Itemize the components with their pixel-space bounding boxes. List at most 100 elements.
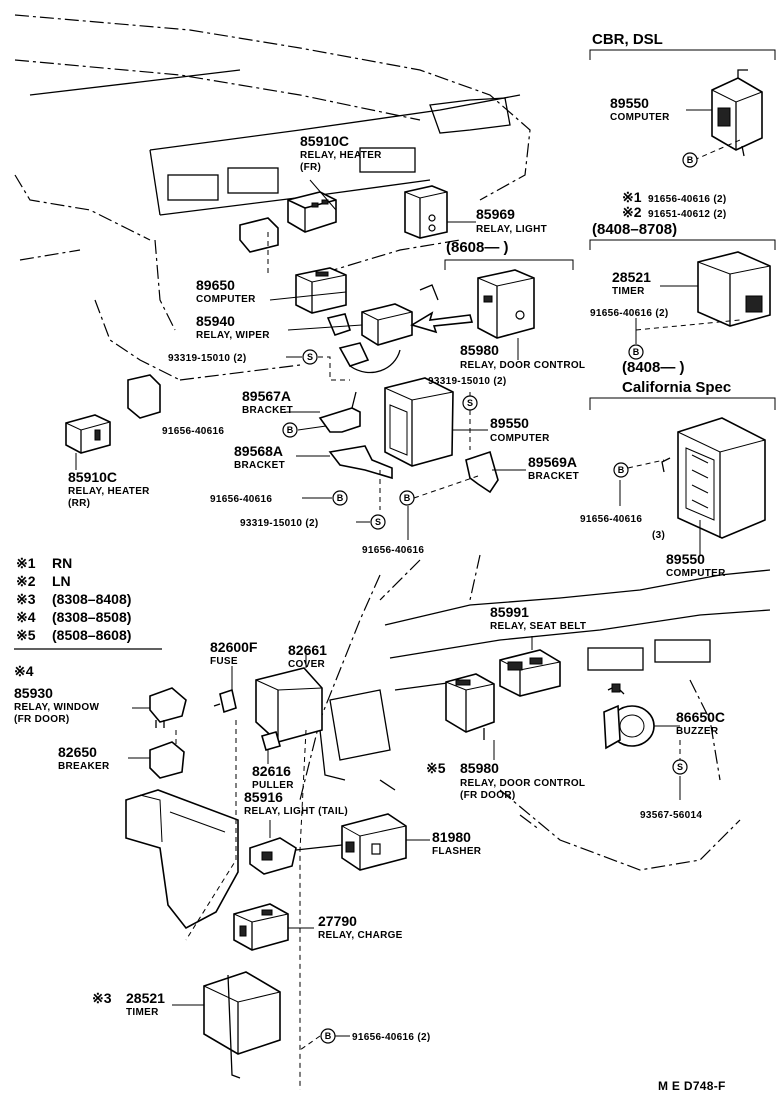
relay-wiper-drawing — [326, 284, 439, 374]
lower-dashboard-outline — [299, 554, 771, 871]
label-89550-cbr: 89550 COMPUTER — [610, 95, 670, 123]
svg-text:85991: 85991 — [490, 604, 529, 620]
relay-light-tail-drawing — [249, 837, 297, 875]
svg-text:(8508–8608): (8508–8608) — [52, 627, 131, 643]
svg-text:※3: ※3 — [16, 591, 36, 607]
svg-text:S: S — [467, 398, 473, 408]
header-8408: (8408— ) — [622, 359, 685, 376]
svg-text:89550: 89550 — [666, 551, 705, 567]
label-28521-timer: 28521 TIMER — [612, 269, 651, 297]
computer-89550-mid-drawing — [384, 377, 454, 467]
svg-text:COMPUTER: COMPUTER — [196, 294, 256, 305]
screw-symbol-buzzer: S — [672, 759, 688, 775]
svg-text:82600F: 82600F — [210, 639, 258, 655]
bracket-89569a-drawing — [465, 450, 499, 494]
svg-text:※5: ※5 — [426, 760, 446, 776]
svg-text:TIMER: TIMER — [126, 1007, 159, 1018]
label-82650: 82650 BREAKER — [58, 744, 110, 772]
label-91656-c: 91656-40616 — [362, 545, 424, 556]
svg-text:B: B — [337, 493, 344, 503]
svg-text:RELAY, CHARGE: RELAY, CHARGE — [318, 930, 403, 941]
svg-text:(3): (3) — [652, 530, 665, 541]
svg-text:B: B — [618, 465, 625, 475]
svg-text:85916: 85916 — [244, 789, 283, 805]
svg-text:(FR DOOR): (FR DOOR) — [14, 714, 69, 725]
svg-text:S: S — [375, 517, 381, 527]
svg-text:(8308–8408): (8308–8408) — [52, 591, 131, 607]
label-82616: 82616 PULLER — [252, 763, 294, 791]
svg-text:85930: 85930 — [14, 685, 53, 701]
legend-item-3: ※3 (8308–8408) — [16, 591, 131, 607]
svg-text:85969: 85969 — [476, 206, 515, 222]
computer-89550-cbr-drawing — [711, 69, 763, 157]
svg-text:BRACKET: BRACKET — [528, 471, 579, 482]
svg-text:89550: 89550 — [490, 415, 529, 431]
svg-text:RELAY, HEATER: RELAY, HEATER — [300, 150, 382, 161]
svg-text:BRACKET: BRACKET — [234, 460, 285, 471]
legend-item-2: ※2 LN — [16, 573, 71, 589]
svg-text:S: S — [307, 352, 313, 362]
bolt-symbol-c: B — [399, 490, 415, 506]
svg-text:RELAY, SEAT BELT: RELAY, SEAT BELT — [490, 621, 586, 632]
svg-text:※3: ※3 — [92, 990, 112, 1006]
svg-text:(8308–8508): (8308–8508) — [52, 609, 131, 625]
svg-text:89569A: 89569A — [528, 454, 577, 470]
timer-upper-drawing — [697, 251, 771, 327]
svg-text:COVER: COVER — [288, 659, 326, 670]
label-82600f: 82600F FUSE — [210, 639, 258, 667]
relay-window-drawing — [149, 687, 187, 728]
header-cbr-dsl: CBR, DSL — [592, 31, 663, 48]
group-brackets — [14, 49, 776, 650]
svg-text:RELAY, WINDOW: RELAY, WINDOW — [14, 702, 99, 713]
svg-text:RELAY, WIPER: RELAY, WIPER — [196, 330, 270, 341]
svg-text:85980: 85980 — [460, 760, 499, 776]
svg-text:85980: 85980 — [460, 342, 499, 358]
label-93319-a: 93319-15010 (2) — [168, 353, 246, 364]
svg-text:※1: ※1 — [16, 555, 36, 571]
svg-text:※2: ※2 — [16, 573, 36, 589]
svg-text:B: B — [325, 1031, 332, 1041]
bolt-symbol-timer: B — [628, 344, 644, 360]
svg-text:※4: ※4 — [16, 609, 36, 625]
direction-arrow — [410, 311, 474, 334]
svg-text:FUSE: FUSE — [210, 656, 238, 667]
svg-text:BUZZER: BUZZER — [676, 726, 719, 737]
part-labels: 85910C RELAY, HEATER (FR) 85969 RELAY, L… — [14, 95, 726, 1043]
svg-text:FLASHER: FLASHER — [432, 846, 482, 857]
label-82661: 82661 COVER — [288, 642, 327, 670]
bolt-symbol-a: B — [282, 422, 298, 438]
svg-text:B: B — [404, 493, 411, 503]
header-california: California Spec — [622, 379, 731, 396]
label-85969: 85969 RELAY, LIGHT — [476, 206, 547, 235]
svg-text:RELAY, DOOR CONTROL: RELAY, DOOR CONTROL — [460, 360, 585, 371]
svg-text:86650C: 86650C — [676, 709, 725, 725]
label-85910c-fr: 85910C RELAY, HEATER (FR) — [300, 133, 382, 173]
label-91656-bottom: 91656-40616 (2) — [352, 1032, 430, 1043]
svg-text:PULLER: PULLER — [252, 780, 294, 791]
svg-text:RELAY, LIGHT (TAIL): RELAY, LIGHT (TAIL) — [244, 806, 348, 817]
label-85910c-rr: 85910C RELAY, HEATER (RR) — [68, 469, 150, 509]
svg-text:85910C: 85910C — [300, 133, 349, 149]
label-89550-calif: 89550 COMPUTER — [666, 551, 726, 579]
label-91656-a: 91656-40616 — [162, 426, 224, 437]
label-85940: 85940 RELAY, WIPER — [196, 313, 270, 341]
svg-text:27790: 27790 — [318, 913, 357, 929]
svg-text:28521: 28521 — [612, 269, 651, 285]
breaker-drawing — [149, 741, 185, 779]
svg-text:LN: LN — [52, 573, 71, 589]
svg-text:(FR): (FR) — [300, 162, 321, 173]
svg-text:(RR): (RR) — [68, 498, 90, 509]
relay-door-control-fr-drawing — [445, 673, 495, 740]
bolt-symbol-calif: B — [613, 462, 629, 478]
svg-text:81980: 81980 — [432, 829, 471, 845]
junction-block-drawing — [125, 789, 239, 930]
svg-text:RN: RN — [52, 555, 72, 571]
label-93319-c: 93319-15010 (2) — [240, 518, 318, 529]
label-91656-calif: 91656-40616 (3) — [580, 514, 665, 541]
flasher-drawing — [341, 813, 407, 871]
buzzer-drawing — [603, 683, 655, 750]
computer-89650-drawing — [295, 267, 347, 314]
svg-text:S: S — [677, 762, 683, 772]
svg-text:RELAY, HEATER: RELAY, HEATER — [68, 486, 150, 497]
